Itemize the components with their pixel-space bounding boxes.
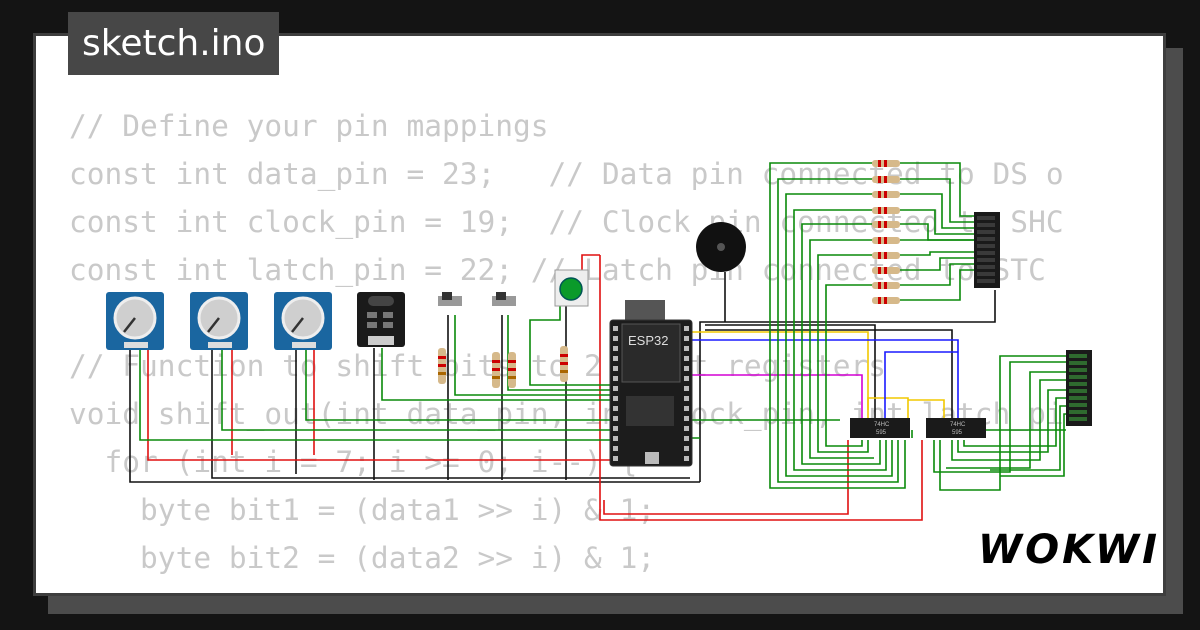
- chip-label: 74HC: [874, 422, 890, 428]
- resistor: [438, 348, 446, 384]
- led-bar-icon[interactable]: [974, 212, 1000, 288]
- esp32-board[interactable]: ESP32: [609, 300, 693, 467]
- potentiometer-icon[interactable]: [274, 292, 332, 350]
- code-line: const int latch_pin = 22; // Latch pin c…: [69, 253, 1046, 287]
- chip-label: 74HC: [950, 422, 966, 428]
- resistor: [560, 346, 568, 382]
- clock-wires: [690, 339, 959, 420]
- led-bar-icon[interactable]: [1066, 350, 1092, 426]
- power-wires: [147, 254, 923, 521]
- code-line: // Define your pin mappings: [69, 109, 549, 143]
- code-line: byte bit1 = (data1 >> i) & 1;: [69, 493, 656, 527]
- file-tab[interactable]: sketch.ino: [68, 12, 280, 75]
- potentiometer-icon[interactable]: [106, 292, 164, 350]
- latch-wires: [690, 331, 945, 420]
- resistor-bands: [878, 160, 887, 304]
- resistor: [492, 352, 500, 388]
- shift-register[interactable]: 74HC 595: [926, 418, 986, 438]
- chip-label: 595: [952, 430, 963, 436]
- slide-switch[interactable]: [438, 292, 462, 306]
- code-line: byte bit2 = (data2 >> i) & 1;: [69, 541, 656, 575]
- data-wire: [690, 374, 863, 420]
- buzzer-icon[interactable]: [696, 222, 746, 272]
- code-background: // Define your pin mappings const int dat…: [69, 102, 1064, 582]
- chip-label: 595: [876, 430, 887, 436]
- shift-register[interactable]: 74HC 595: [850, 418, 910, 438]
- potentiometer-icon[interactable]: [190, 292, 248, 350]
- push-button-icon[interactable]: [554, 269, 589, 307]
- slide-switch[interactable]: [492, 292, 516, 306]
- wokwi-logo: WOKWI: [978, 527, 1161, 573]
- code-line: const int data_pin = 23; // Data pin con…: [69, 157, 1064, 191]
- ir-receiver-module[interactable]: [357, 292, 405, 347]
- esp32-label: ESP32: [628, 333, 668, 348]
- ground-wires: [129, 272, 996, 483]
- code-line: // Function to shift bits to 2 shift reg…: [69, 349, 886, 383]
- resistor: [508, 352, 516, 388]
